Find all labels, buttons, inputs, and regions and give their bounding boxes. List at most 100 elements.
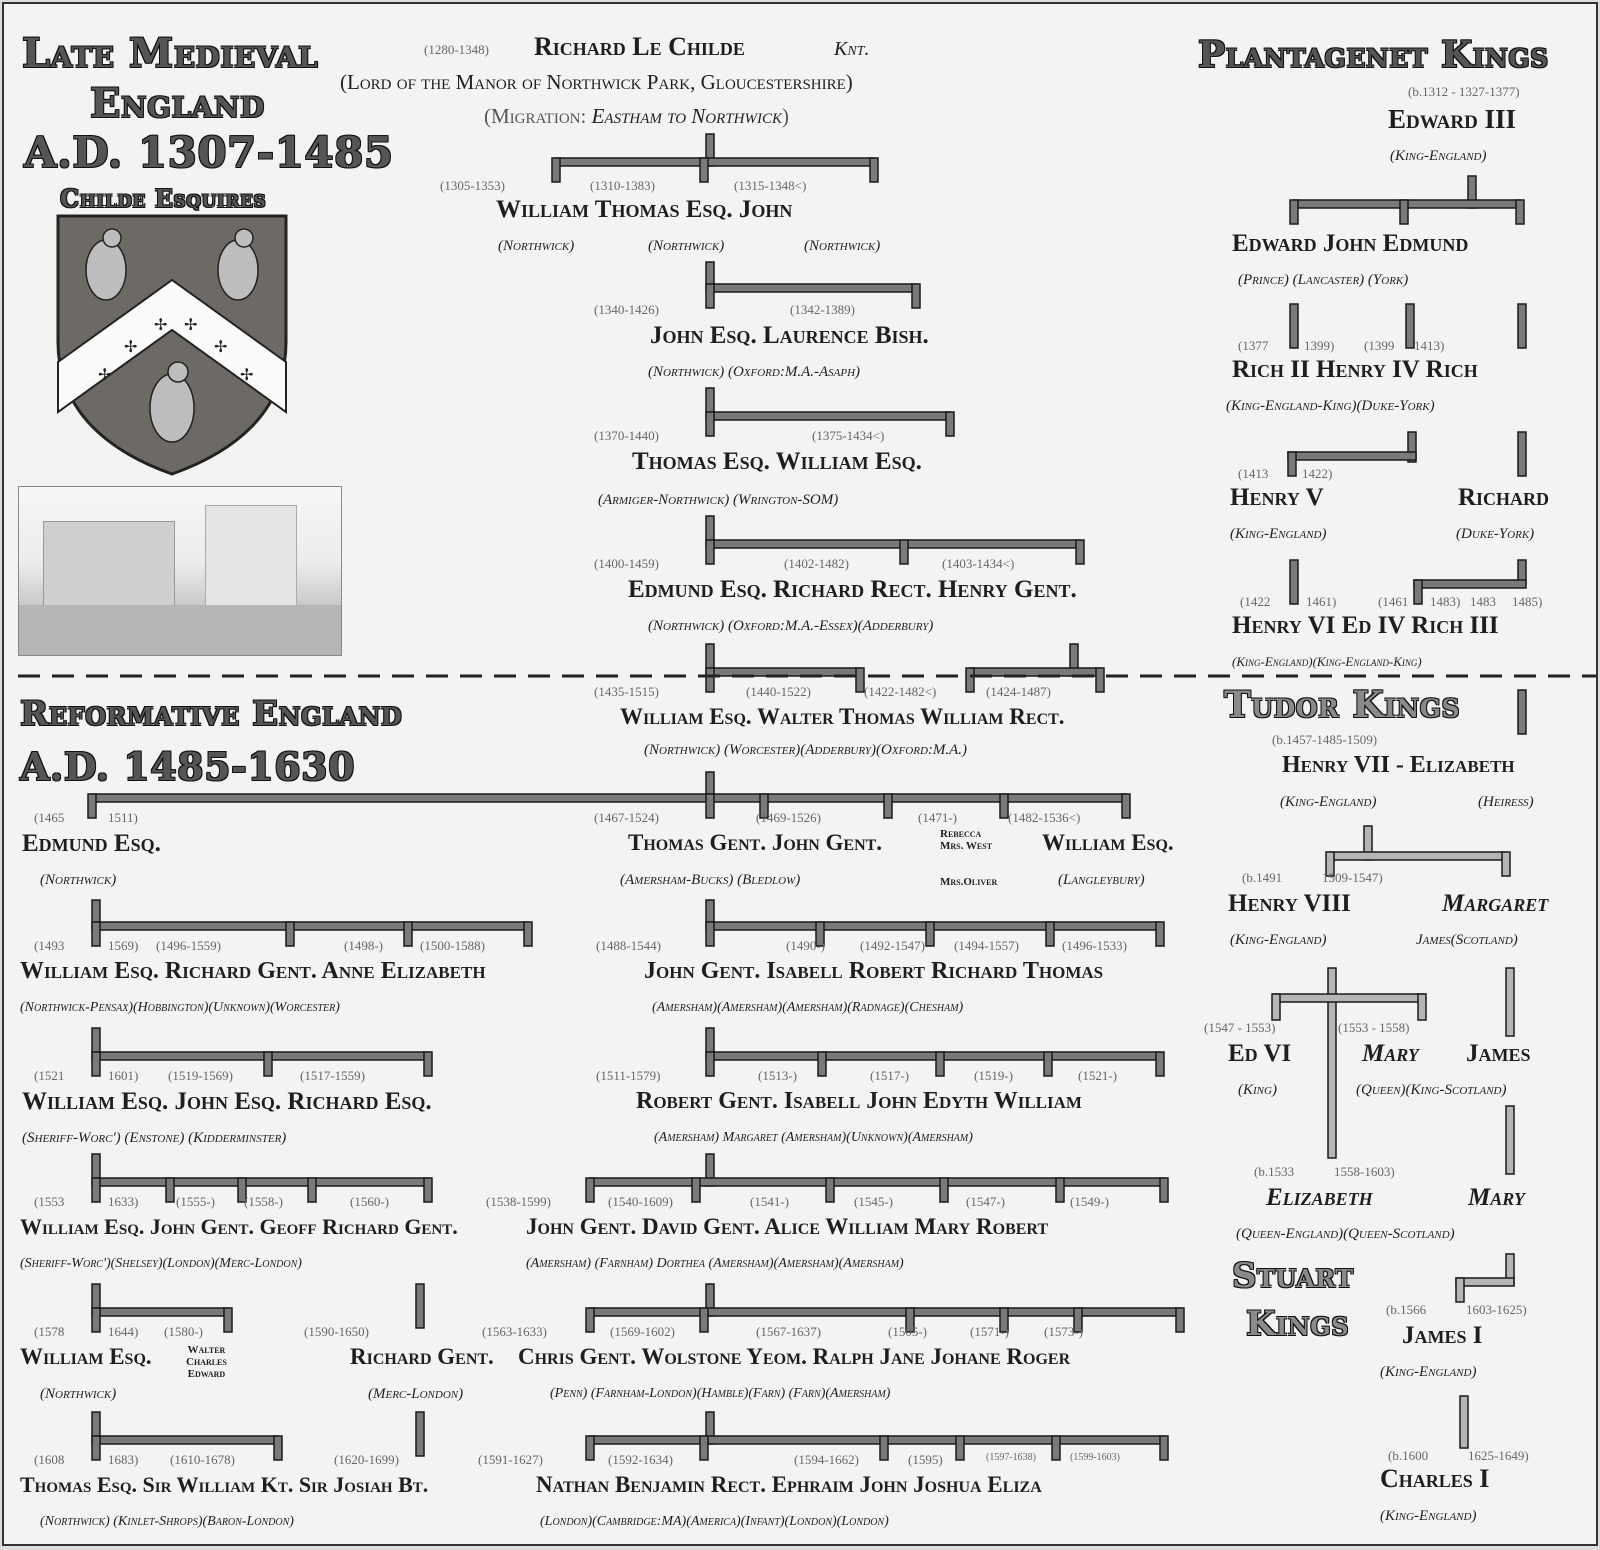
bracket-drop xyxy=(423,1177,433,1203)
bracket-drop xyxy=(585,1307,595,1333)
date-label: (1517-1559) xyxy=(300,1068,365,1083)
title-reformative-years: A.D. 1485-1630 xyxy=(20,744,356,789)
date-label: (1594-1662) xyxy=(794,1452,859,1467)
date-label: (1315-1348<) xyxy=(734,178,807,193)
gen12-left-names: Thomas Esq. Sir William Kt. Sir Josiah B… xyxy=(20,1472,429,1497)
connector-bar xyxy=(1287,451,1417,461)
date-label: (1492-1547) xyxy=(860,938,925,953)
bracket-bar xyxy=(91,793,1127,803)
date-label: (1563-1633) xyxy=(482,1324,547,1339)
migration-suffix: ) xyxy=(781,104,789,128)
bracket-bar xyxy=(589,1435,1165,1445)
gen6-places: (Northwick) (Worcester)(Adderbury)(Oxfor… xyxy=(644,742,968,758)
king-henry-vi-places: (King-England)(King-England-King) xyxy=(1232,654,1422,669)
bracket-drop xyxy=(1095,667,1105,693)
date-label: (1467-1524) xyxy=(594,810,659,825)
connector-bar xyxy=(1289,559,1299,605)
gen10-right-places: (Amersham) (Farnham) Dorthea (Amersham)(… xyxy=(526,1256,904,1271)
date-label: (1402-1482) xyxy=(784,556,849,571)
date-label: 1461) xyxy=(1306,594,1337,609)
bracket-bar xyxy=(555,157,875,167)
connector-bar xyxy=(1413,579,1423,605)
date-label: (1553 xyxy=(34,1194,65,1209)
bracket-drop xyxy=(1159,1177,1169,1203)
gen7-william-place: (Langleybury) xyxy=(1058,872,1145,888)
king-henry-v: Henry V xyxy=(1230,484,1324,511)
bracket-drop xyxy=(911,283,921,309)
date-label: (1513-) xyxy=(758,1068,797,1083)
bracket-drop xyxy=(237,1177,247,1203)
place-label: (King) xyxy=(1238,1082,1277,1098)
gen5-places: (Northwick) (Oxford:M.A.-Essex)(Adderbur… xyxy=(648,618,934,634)
gen8-left-names: William Esq. Richard Gent. Anne Elizabet… xyxy=(20,958,486,984)
date-label: (1494-1557) xyxy=(954,938,1019,953)
connector-bar xyxy=(1505,967,1515,1037)
king-sons-places: (Prince) (Lancaster) (York) xyxy=(1238,272,1409,288)
date-label: (1413 xyxy=(1238,466,1269,481)
date-label: (1549-) xyxy=(1070,1194,1109,1209)
gen5-names: Edmund Esq. Richard Rect. Henry Gent. xyxy=(628,576,1077,603)
title-medieval-years: A.D. 1307-1485 xyxy=(24,128,394,177)
connector-bar xyxy=(1455,1277,1465,1303)
bracket-drop xyxy=(1325,851,1335,877)
title-england: England xyxy=(90,80,265,127)
date-label: (1422 xyxy=(1240,594,1271,609)
bracket-drop xyxy=(91,1177,101,1203)
bracket-drop xyxy=(1399,199,1409,225)
date-label: (1547 - 1553) xyxy=(1204,1020,1276,1035)
gen7-right-places: (Amersham-Bucks) (Bledlow) xyxy=(620,872,801,888)
date-label: 1633) xyxy=(108,1194,139,1209)
date-label: (1519-) xyxy=(974,1068,1013,1083)
title-tudor-kings: Tudor Kings xyxy=(1224,684,1461,726)
date-label: (1482-1536<) xyxy=(1008,810,1081,825)
queen-margaret: Margaret xyxy=(1442,890,1549,917)
date-label: (1500-1588) xyxy=(420,938,485,953)
king-henry-vi-row: Henry VI Ed IV Rich III xyxy=(1232,612,1499,639)
bracket-drop xyxy=(815,921,825,947)
date-label: 1558-1603) xyxy=(1334,1164,1395,1179)
date-label: 1683) xyxy=(108,1452,139,1467)
bracket-drop xyxy=(403,921,413,947)
place-label: (Northwick) xyxy=(498,238,575,254)
bracket-drop xyxy=(1121,793,1131,819)
gen11-william: William Esq. xyxy=(20,1344,152,1369)
place-label: (King-England) xyxy=(1280,794,1377,810)
small-name: Walter xyxy=(187,1344,226,1356)
date-label: (1517-) xyxy=(870,1068,909,1083)
bracket-drop xyxy=(705,793,715,819)
bracket-drop xyxy=(925,921,935,947)
bracket-drop xyxy=(935,1051,945,1077)
date-label: (1521 xyxy=(34,1068,65,1083)
date-label: (1370-1440) xyxy=(594,428,659,443)
connector-bar xyxy=(1273,993,1425,1003)
bracket-drop xyxy=(705,921,715,947)
date-label: (1591-1627) xyxy=(478,1452,543,1467)
small-name: Edward xyxy=(187,1368,226,1380)
bracket-drop xyxy=(1043,1051,1053,1077)
date-label: (1377 xyxy=(1238,338,1269,353)
rebecca-alias: Mrs. West xyxy=(940,840,993,852)
migration-prefix: (Migration: xyxy=(484,104,587,128)
date-label: 1422) xyxy=(1302,466,1333,481)
date-label: (1567-1637) xyxy=(756,1324,821,1339)
gen10-left-places: (Sheriff-Worc')(Shelsey)(London)(Merc-Lo… xyxy=(20,1256,302,1271)
connector-bar xyxy=(1517,689,1527,735)
bracket-drop xyxy=(955,1435,965,1461)
date-label: (1553 - 1558) xyxy=(1338,1020,1410,1035)
bracket-drop xyxy=(817,1051,827,1077)
gen11-william-place: (Northwick) xyxy=(40,1386,117,1402)
date-label: (b.1312 - 1327-1377) xyxy=(1408,84,1520,99)
bracket-drop xyxy=(523,921,533,947)
bracket-drop xyxy=(223,1307,233,1333)
date-label: 1601) xyxy=(108,1068,139,1083)
bracket-bar xyxy=(95,1177,429,1187)
bracket-drop xyxy=(91,1435,101,1461)
bracket-drop xyxy=(1045,921,1055,947)
connector-lines xyxy=(18,133,1596,1461)
bracket-drop xyxy=(551,157,561,183)
date-label: 1569) xyxy=(108,938,139,953)
bracket-drop xyxy=(1175,1307,1185,1333)
gen3-names: John Esq. Laurence Bish. xyxy=(650,322,929,349)
svg-text:✢: ✢ xyxy=(214,339,227,356)
